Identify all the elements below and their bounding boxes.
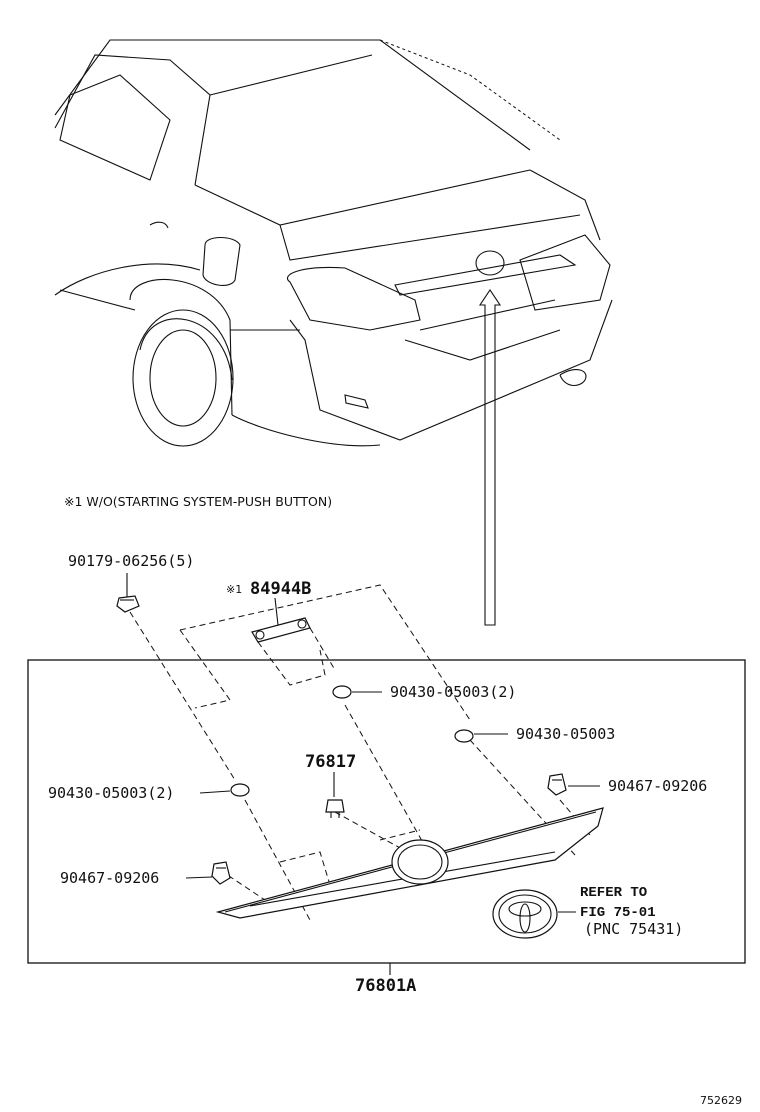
note-mark: ※1 — [226, 583, 242, 596]
refer-line-3: (PNC 75431) — [584, 920, 683, 938]
label-nut: 76817 — [305, 752, 356, 772]
label-clip-left: 90467-09206 — [60, 869, 159, 887]
label-clip-right: 90467-09206 — [608, 777, 707, 795]
handle-part-icon — [251, 617, 311, 643]
refer-line-2: FIG 75-01 — [580, 905, 656, 921]
label-grommet-b: 90430-05003 — [516, 725, 615, 743]
grommet-icon — [230, 685, 474, 797]
clip-left-icon — [211, 861, 231, 885]
assembly-box — [27, 659, 746, 964]
refer-line-1: REFER TO — [580, 885, 647, 901]
label-grommet-a: 90430-05003(2) — [390, 683, 516, 701]
figure-number: 752629 — [700, 1094, 742, 1107]
label-handle: 84944B — [250, 579, 311, 599]
label-grommet-c: 90430-05003(2) — [48, 784, 174, 802]
car-illustration — [54, 39, 613, 447]
clip-right-icon — [547, 773, 567, 796]
note-text: ※1 W/O(STARTING SYSTEM-PUSH BUTTON) — [64, 494, 332, 509]
label-clip-top: 90179-06256(5) — [68, 552, 194, 570]
pointer-arrow — [478, 289, 502, 626]
emblem-icon — [492, 889, 558, 939]
nut-part-icon — [325, 799, 345, 818]
clip-part-icon — [116, 595, 140, 613]
label-assembly: 76801A — [355, 976, 416, 996]
garnish-part — [215, 807, 604, 919]
assembly-guide-lines — [129, 584, 591, 921]
